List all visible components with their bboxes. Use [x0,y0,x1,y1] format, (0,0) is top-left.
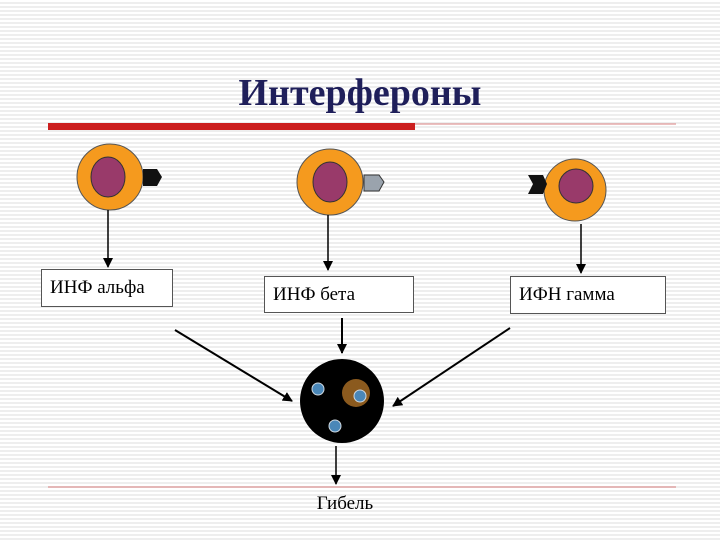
label-ifn-gamma: ИФН гамма [510,276,666,314]
virus-particle-icon [353,389,367,403]
label-inf-beta: ИНФ бета [264,276,414,313]
title-accent-bar [48,123,415,130]
cell-beta [296,148,385,216]
outcome-label: Гибель [316,493,374,514]
cell-gamma [528,158,607,222]
cell-alpha [76,143,162,211]
virus-particle-icon [328,419,342,433]
arrow-alpha-to-target [174,329,293,402]
slide-title: Интерфероны [238,72,482,114]
receptor-beta-icon [363,174,385,192]
cell-gamma-nucleus [558,168,594,204]
receptor-alpha-icon [143,169,162,186]
cell-beta-nucleus [312,161,348,203]
target-cell [300,359,384,443]
virus-particle-icon [311,382,325,396]
receptor-gamma-icon [528,175,547,194]
cell-alpha-nucleus [90,156,126,198]
arrow-gamma-to-target [392,327,511,407]
label-inf-alpha: ИНФ альфа [41,269,173,307]
target-cell-body [300,359,384,443]
